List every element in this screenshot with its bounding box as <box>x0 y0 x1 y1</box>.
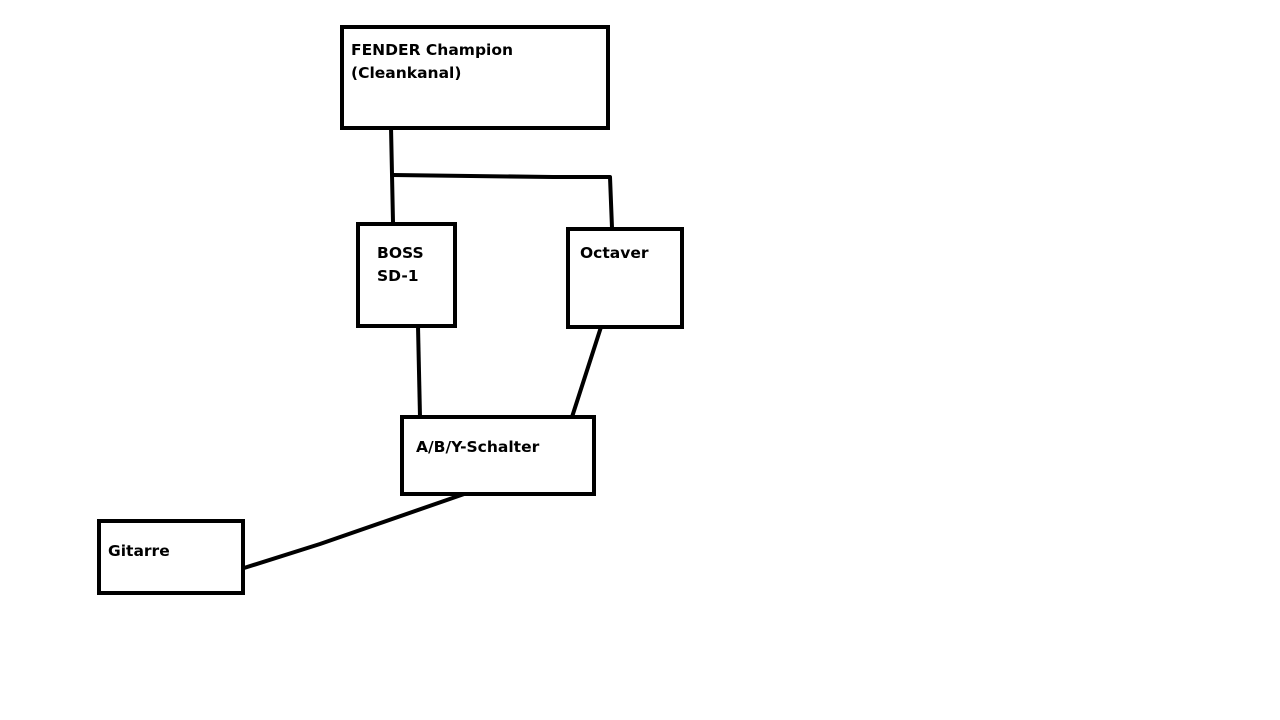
node-fender-champion-label: FENDER Champion (Cleankanal) <box>351 39 513 85</box>
node-aby-switch-label: A/B/Y-Schalter <box>416 436 539 459</box>
node-boss-sd1-line-1: BOSS <box>377 244 424 262</box>
node-gitarre: Gitarre <box>97 519 245 595</box>
node-octaver-line-1: Octaver <box>580 244 649 262</box>
node-octaver-label: Octaver <box>580 242 649 265</box>
node-octaver: Octaver <box>566 227 684 329</box>
connector-aby-guitar <box>242 491 469 570</box>
node-boss-sd1: BOSS SD-1 <box>356 222 457 328</box>
node-aby-switch: A/B/Y-Schalter <box>400 415 596 496</box>
node-fender-champion: FENDER Champion (Cleankanal) <box>340 25 610 130</box>
connector-boss-aby <box>416 324 422 419</box>
node-aby-switch-line-1: A/B/Y-Schalter <box>416 438 540 456</box>
node-boss-sd1-label: BOSS SD-1 <box>377 242 424 288</box>
node-boss-sd1-line-2: SD-1 <box>377 267 419 285</box>
connector-junction-octaver <box>391 173 614 230</box>
node-fender-champion-line-1: FENDER Champion <box>351 41 514 59</box>
node-gitarre-label: Gitarre <box>108 540 170 563</box>
connector-octaver-aby <box>570 325 603 419</box>
node-fender-champion-line-2: (Cleankanal) <box>351 64 462 82</box>
node-gitarre-line-1: Gitarre <box>108 542 170 560</box>
